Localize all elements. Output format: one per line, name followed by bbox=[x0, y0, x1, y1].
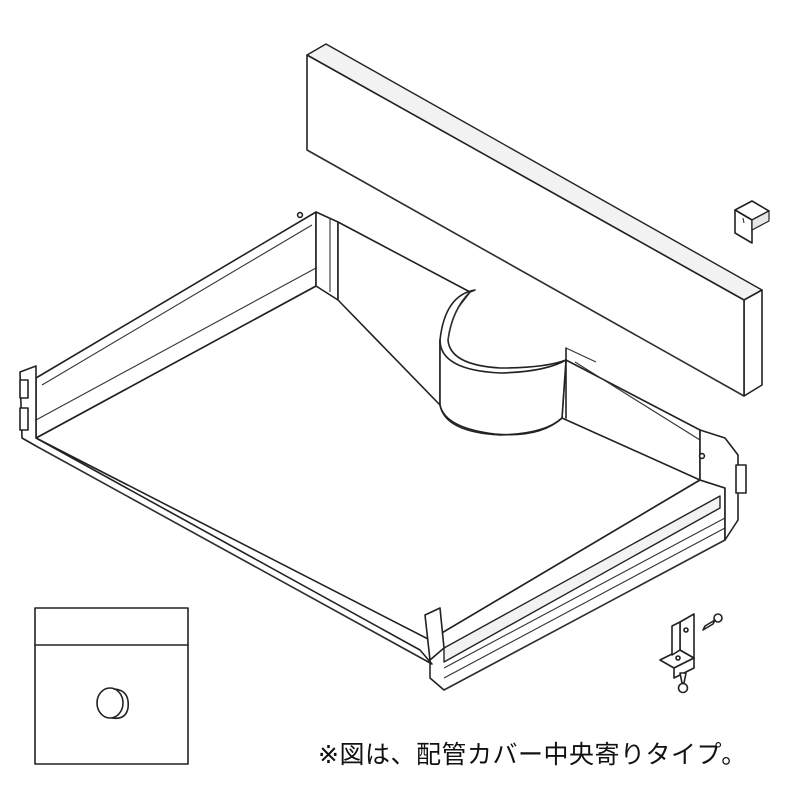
screw-icon bbox=[679, 673, 688, 693]
screw-icon bbox=[703, 614, 722, 630]
l-bracket-top bbox=[735, 201, 769, 243]
drawer-tray bbox=[36, 212, 700, 640]
knob-icon bbox=[97, 688, 128, 718]
drawer-front bbox=[425, 430, 746, 690]
drawer-left-front bbox=[20, 213, 432, 664]
center-pipe-cutout bbox=[440, 290, 596, 435]
detail-inset bbox=[35, 608, 188, 764]
l-bracket-with-screws bbox=[660, 614, 722, 693]
caption-note: ※図は、配管カバー中央寄りタイプ。 bbox=[318, 740, 747, 769]
pipe-cover-panel bbox=[307, 44, 762, 396]
